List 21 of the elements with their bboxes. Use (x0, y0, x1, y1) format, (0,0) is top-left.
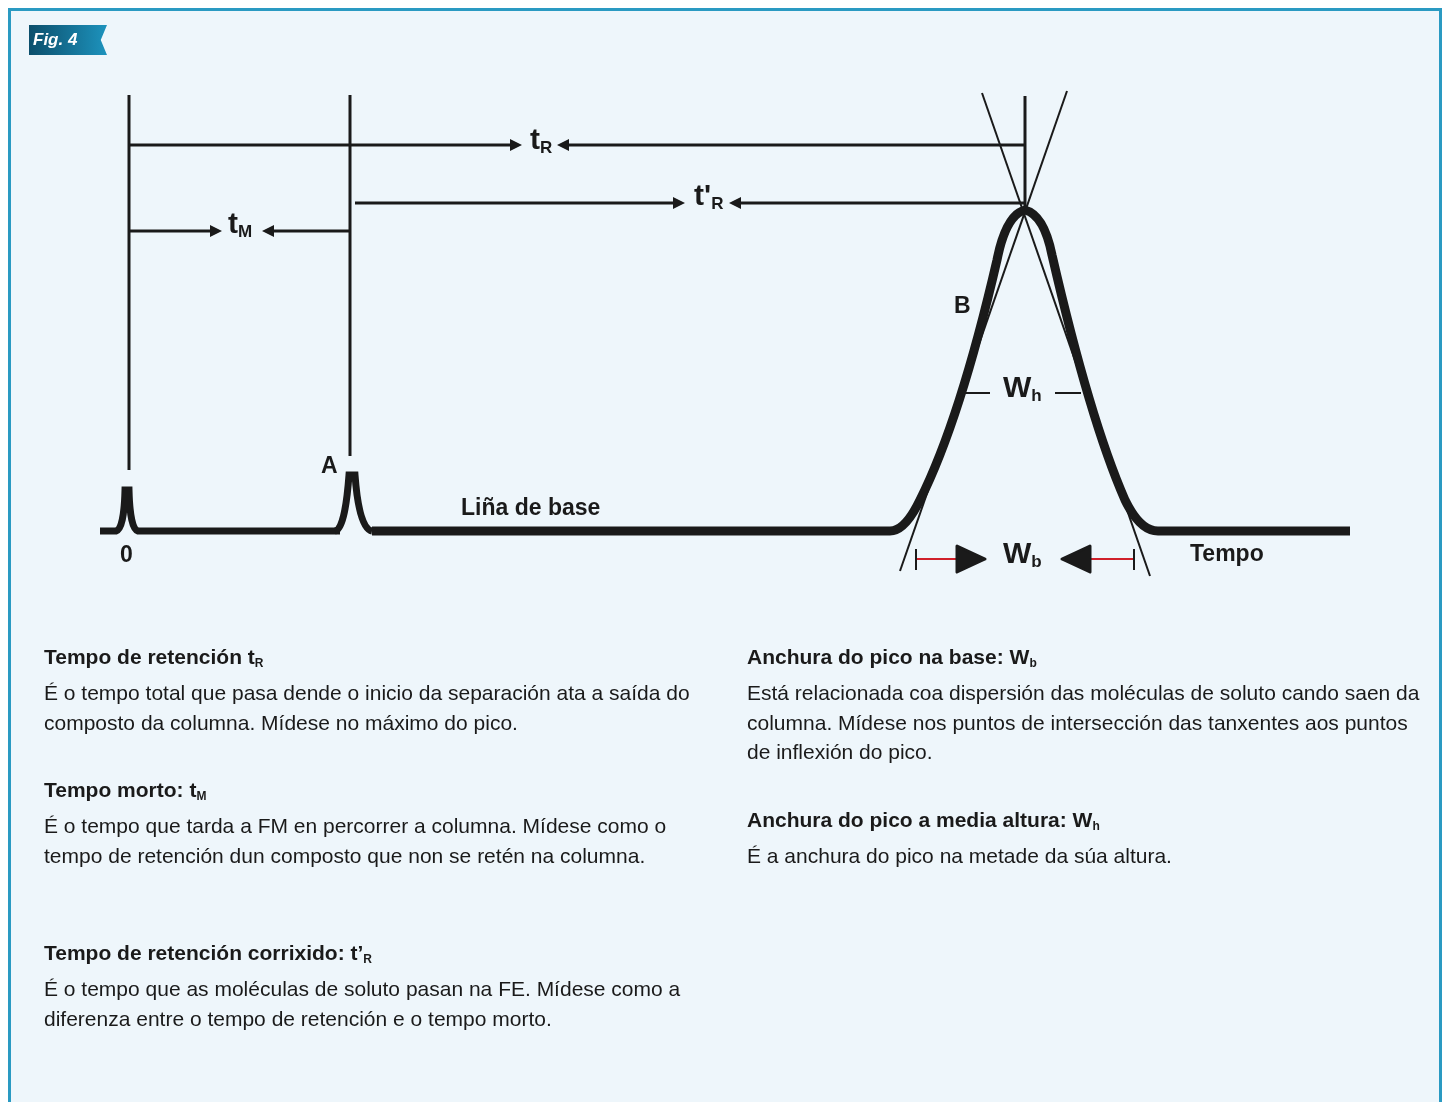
definition-heading: Anchura do pico na base: W$_{b}$ (747, 644, 1038, 672)
axis-label: Tempo (1190, 542, 1264, 565)
definition-heading: Tempo de retención t$_{R}$ (44, 644, 265, 672)
point-label: B (954, 294, 971, 317)
definition-heading: Anchura do pico a media altura: W$_{h}$ (747, 807, 1101, 835)
adjusted-retention-time-symbol: t'$_{R}$ (694, 180, 724, 210)
dead-time-symbol: t$_{M}$ (228, 208, 253, 238)
origin-label: 0 (120, 543, 133, 566)
retention-time-symbol: t$_{R}$ (530, 124, 553, 154)
base-width-symbol: W$_{b}$ (1003, 538, 1042, 568)
definition-text: É a anchura do pico na metade da súa altura. (747, 843, 1173, 869)
definition-text: É o tempo que as moléculas de soluto pasan na FE. Mídese como a diferenza entre o tempo de retención e o tempo morto. (44, 976, 682, 1032)
baseline-label: Liña de base (461, 496, 601, 519)
point-label: A (321, 454, 338, 477)
definition-text: Está relacionada coa dispersión das moléculas de soluto cando saen da columna. Mídese nos puntos de intersección das tanxentes aos puntos de inflexión do pico. (747, 680, 1421, 765)
definition-text: É o tempo total que pasa dende o inicio da separación ata a saída do composto da columna. Mídese no máximo do pico. (44, 680, 691, 736)
half-height-width-symbol: W$_{h}$ (1003, 372, 1042, 402)
figure-title-banner: Fig. 4 (29, 25, 107, 55)
definition-heading: Tempo de retención corrixido: t’$_{R}$ (44, 940, 373, 968)
definition-heading: Tempo morto: t$_{M}$ (44, 777, 208, 805)
definition-text: É o tempo que tarda a FM en percorrer a columna. Mídese como o tempo de retención dun composto que non se retén na columna. (44, 813, 668, 869)
